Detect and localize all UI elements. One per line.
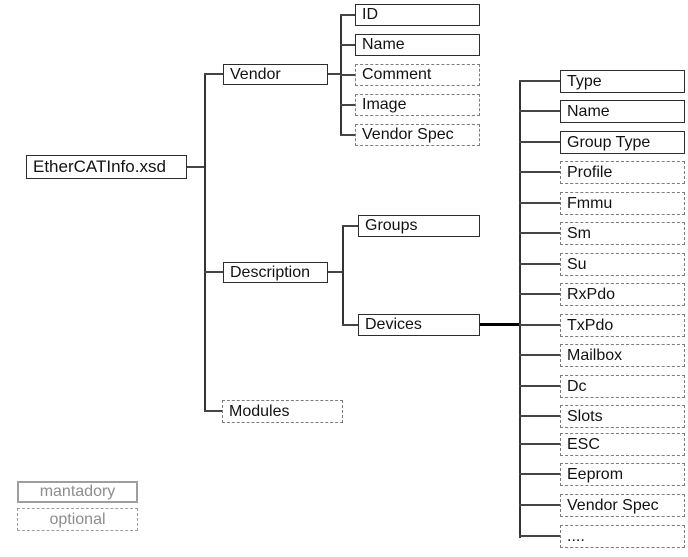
node-device-rxpdo: RxPdo — [560, 283, 685, 306]
node-device-more: .... — [560, 525, 685, 548]
node-device-eeprom: Eeprom — [560, 463, 685, 486]
node-device-txpdo: TxPdo — [560, 314, 685, 337]
node-vendor-image: Image — [355, 94, 480, 116]
connector-device-child-stub — [519, 324, 560, 326]
connector-description-stub — [204, 271, 223, 273]
connector-device-child-stub — [519, 443, 560, 445]
node-device-sm: Sm — [560, 222, 685, 245]
node-device-mailbox: Mailbox — [560, 344, 685, 367]
connector-device-child-stub — [519, 385, 560, 387]
connector-device-child-stub — [519, 535, 560, 537]
node-device-profile: Profile — [560, 161, 685, 184]
node-vendor-name: Name — [355, 34, 480, 56]
connector-device-child-stub — [519, 202, 560, 204]
node-ethercatinfo-xsd: EtherCATInfo.xsd — [26, 155, 187, 179]
connector-devices-stub — [342, 324, 358, 326]
connector-device-child-stub — [519, 232, 560, 234]
connector-vendor-right-stub — [328, 73, 342, 75]
node-device-esc: ESC — [560, 433, 685, 456]
connector-modules-stub — [204, 410, 222, 412]
connector-vendor-stub — [204, 73, 223, 75]
legend-mandatory-box: mantadory — [17, 481, 138, 503]
connector-devices-thick-line — [480, 323, 521, 326]
connector-device-child-stub — [519, 293, 560, 295]
connector-device-child-stub — [519, 263, 560, 265]
connector-device-child-stub — [519, 415, 560, 417]
connector-vendor-child-stub — [340, 44, 355, 46]
connector-vendor-child-stub — [340, 14, 355, 16]
connector-groups-stub — [342, 225, 358, 227]
connector-description-right-stub — [327, 271, 344, 273]
connector-device-child-stub — [519, 80, 560, 82]
node-device-type: Type — [560, 70, 685, 93]
node-device-name: Name — [560, 100, 685, 123]
connector-vendor-child-stub — [340, 74, 355, 76]
connector-main-trunk — [204, 73, 206, 411]
connector-device-child-stub — [519, 171, 560, 173]
node-vendor-vendor-spec: Vendor Spec — [355, 124, 480, 146]
node-vendor: Vendor — [223, 64, 328, 85]
connector-root-stub — [187, 166, 206, 168]
connector-device-child-stub — [519, 354, 560, 356]
connector-description-child-trunk — [342, 225, 344, 326]
connector-devices-child-trunk — [519, 80, 521, 538]
node-modules: Modules — [222, 400, 343, 423]
node-vendor-id: ID — [355, 4, 480, 26]
node-groups: Groups — [358, 215, 480, 237]
connector-device-child-stub — [519, 504, 560, 506]
node-vendor-comment: Comment — [355, 64, 480, 86]
connector-vendor-child-stub — [340, 134, 355, 136]
legend-optional-box: optional — [17, 508, 138, 531]
connector-vendor-child-stub — [340, 104, 355, 106]
node-device-su: Su — [560, 253, 685, 276]
node-description: Description — [223, 262, 328, 283]
node-device-slots: Slots — [560, 405, 685, 428]
connector-device-child-stub — [519, 110, 560, 112]
connector-device-child-stub — [519, 473, 560, 475]
connector-device-child-stub — [519, 141, 560, 143]
node-device-dc: Dc — [560, 375, 685, 398]
node-device-group-type: Group Type — [560, 131, 685, 154]
node-devices: Devices — [358, 314, 480, 336]
node-device-fmmu: Fmmu — [560, 192, 685, 215]
node-device-vendor-spec: Vendor Spec — [560, 494, 685, 517]
